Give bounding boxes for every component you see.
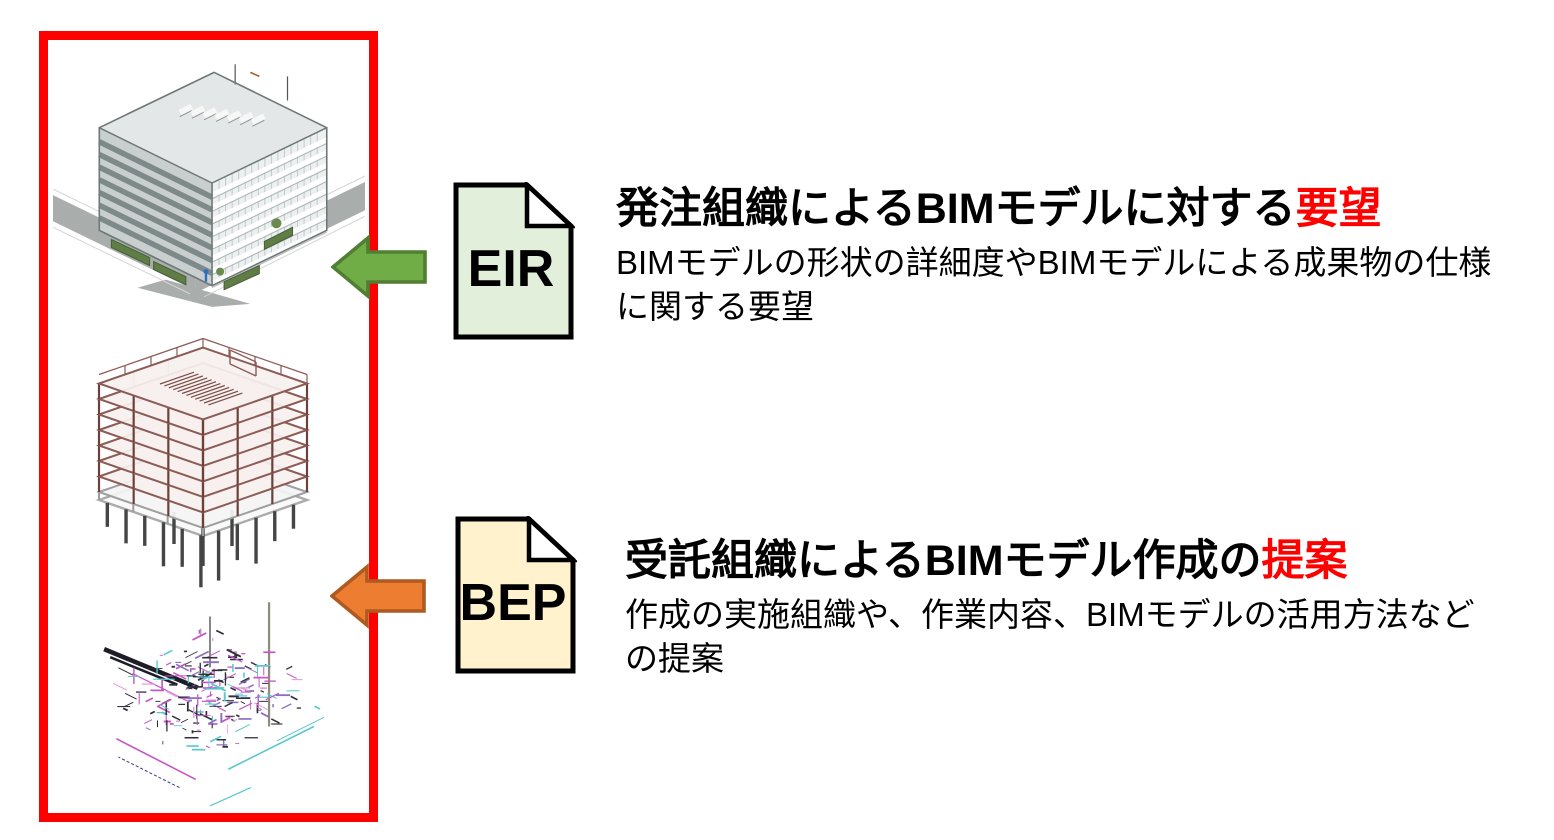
- left-arrow-shape: [331, 234, 427, 300]
- bep-arrow-icon: [330, 563, 426, 629]
- eir-heading-text: 発注組織によるBIMモデルに対する: [616, 185, 1296, 233]
- eir-heading-highlight: 要望: [1295, 185, 1382, 233]
- eir-description: BIMモデルの形状の詳細度やBIMモデルによる成果物の仕様 に関する要望: [616, 241, 1491, 329]
- landscaping: [110, 218, 294, 291]
- eir-document-label: EIR: [468, 240, 555, 298]
- mep-wireframe: [103, 602, 325, 807]
- eir-arrow-icon: [331, 234, 427, 300]
- eir-heading: 発注組織によるBIMモデルに対する要望: [616, 184, 1382, 236]
- model-panel-frame: [39, 31, 378, 822]
- bep-heading: 受託組織によるBIMモデル作成の提案: [625, 536, 1348, 588]
- bep-heading-highlight: 提案: [1261, 537, 1348, 585]
- bep-description-line: 作成の実施組織や、作業内容、BIMモデルの活用方法など: [625, 596, 1475, 633]
- mep-bim-model-image: [103, 602, 325, 807]
- structural-frame: [95, 337, 311, 588]
- structural-bim-model-image: [95, 337, 311, 588]
- eir-document-icon: EIR: [453, 182, 575, 340]
- bep-heading-text: 受託組織によるBIMモデル作成の: [625, 537, 1262, 585]
- bep-document-icon: BEP: [455, 516, 577, 674]
- person-figure: [203, 269, 209, 282]
- architectural-bim-model-image: [53, 64, 365, 307]
- bep-document-label: BEP: [460, 574, 567, 632]
- road: [137, 279, 251, 307]
- folded-corner: [526, 516, 577, 563]
- bep-description: 作成の実施組織や、作業内容、BIMモデルの活用方法など の提案: [625, 593, 1475, 681]
- bep-description-line: の提案: [625, 640, 724, 677]
- left-arrow-shape: [330, 563, 426, 629]
- eir-description-line: BIMモデルの形状の詳細度やBIMモデルによる成果物の仕様: [616, 244, 1492, 281]
- building-facade-detail: [98, 64, 328, 288]
- folded-corner: [524, 182, 575, 229]
- eir-description-line: に関する要望: [616, 288, 814, 325]
